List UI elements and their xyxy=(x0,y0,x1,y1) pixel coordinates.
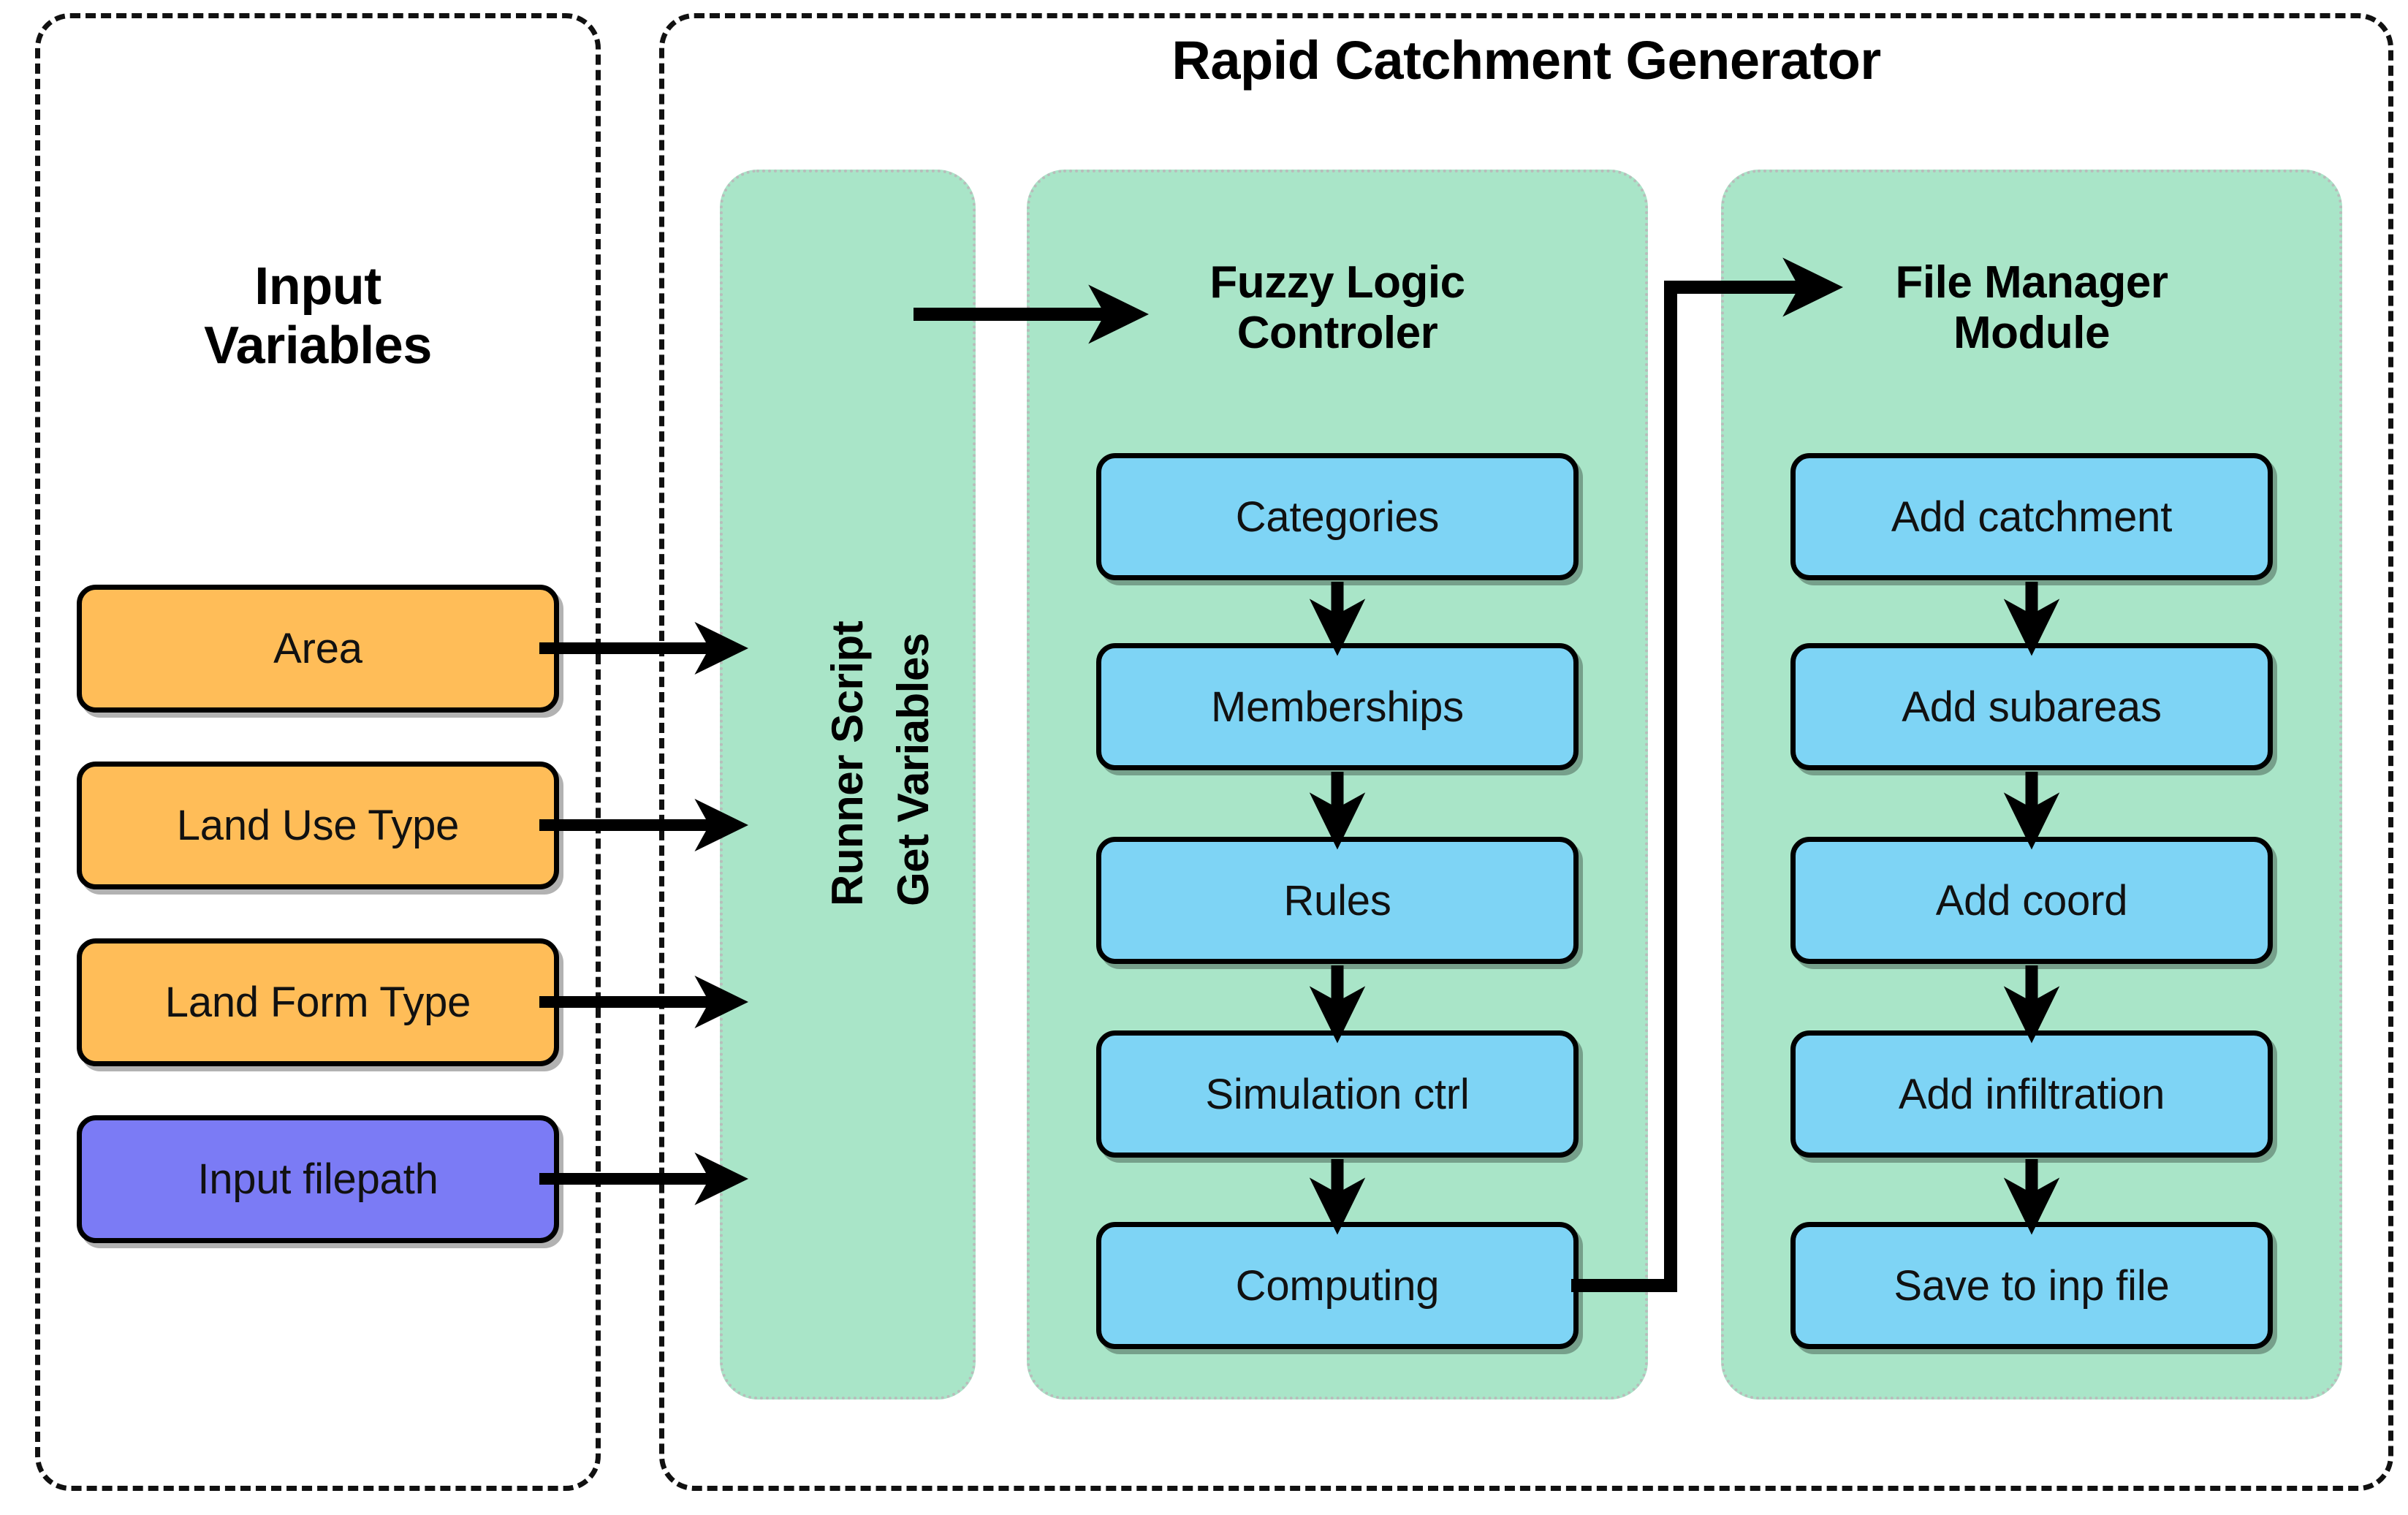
input-variables-container xyxy=(35,13,601,1491)
runner-script-panel xyxy=(720,170,976,1400)
input-variable-label: Land Use Type xyxy=(176,802,460,849)
file-step-label: Add subareas xyxy=(1902,683,2162,731)
input-title-text-1: Input xyxy=(254,257,381,316)
file-step-label: Save to inp file xyxy=(1894,1261,2170,1310)
fuzzy-step-categories[interactable]: Categories xyxy=(1096,453,1579,580)
input-title-text-2: Variables xyxy=(204,316,432,375)
fuzzy-step-rules[interactable]: Rules xyxy=(1096,837,1579,964)
input-variables-title: Input Variables xyxy=(35,257,601,375)
fuzzy-step-label: Simulation ctrl xyxy=(1205,1070,1470,1118)
input-variable-land-form-type[interactable]: Land Form Type xyxy=(77,938,559,1066)
file-step-label: Add catchment xyxy=(1891,493,2173,541)
file-step-add-infiltration[interactable]: Add infiltration xyxy=(1790,1030,2273,1158)
fuzzy-step-simulation-ctrl[interactable]: Simulation ctrl xyxy=(1096,1030,1579,1158)
file-step-save-to-inp-file[interactable]: Save to inp file xyxy=(1790,1222,2273,1349)
fuzzy-title-line1: Fuzzy Logic xyxy=(1209,257,1465,308)
input-variable-label: Area xyxy=(273,625,362,672)
file-step-add-catchment[interactable]: Add catchment xyxy=(1790,453,2273,580)
rapid-catchment-generator-container xyxy=(659,13,2393,1491)
input-variable-area[interactable]: Area xyxy=(77,585,559,713)
fuzzy-logic-title: Fuzzy Logic Controler xyxy=(1027,257,1648,359)
fuzzy-step-label: Rules xyxy=(1283,876,1391,924)
fuzzy-step-memberships[interactable]: Memberships xyxy=(1096,643,1579,770)
file-step-add-coord[interactable]: Add coord xyxy=(1790,837,2273,964)
fuzzy-step-computing[interactable]: Computing xyxy=(1096,1222,1579,1349)
fuzzy-step-label: Memberships xyxy=(1211,683,1464,731)
file-step-label: Add coord xyxy=(1935,876,2128,924)
input-variable-input-filepath[interactable]: Input filepath xyxy=(77,1115,559,1243)
file-step-add-subareas[interactable]: Add subareas xyxy=(1790,643,2273,770)
input-variable-land-use-type[interactable]: Land Use Type xyxy=(77,762,559,889)
input-variable-label: Input filepath xyxy=(197,1155,438,1203)
file-step-label: Add infiltration xyxy=(1898,1070,2165,1118)
runner-script-label: Runner Script xyxy=(823,620,872,906)
file-title-line1: File Manager xyxy=(1895,257,2169,308)
fuzzy-step-label: Categories xyxy=(1235,493,1440,541)
input-title-line2: Variables xyxy=(35,316,601,376)
input-variable-label: Land Form Type xyxy=(164,979,471,1026)
file-title-line2: Module xyxy=(1953,308,2110,359)
fuzzy-title-line2: Controler xyxy=(1237,308,1438,359)
file-manager-title: File Manager Module xyxy=(1721,257,2342,359)
input-title-line1: Input xyxy=(35,257,601,316)
get-variables-label: Get Variables xyxy=(889,633,938,906)
page-title: Rapid Catchment Generator xyxy=(1171,30,1881,91)
fuzzy-step-label: Computing xyxy=(1235,1261,1440,1310)
